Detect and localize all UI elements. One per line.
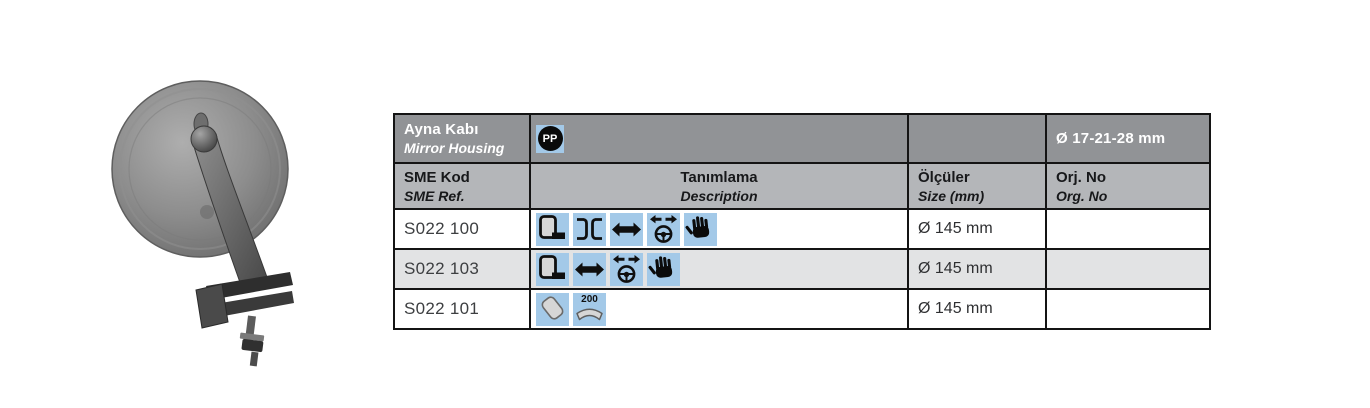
col-size-tr: Ölçüler <box>918 168 970 186</box>
material-cell: PP <box>529 115 907 162</box>
feature-icons <box>529 250 907 288</box>
clamp-diameter-range: Ø 17-21-28 mm <box>1045 115 1209 162</box>
left-right-arrows-icon <box>573 252 606 286</box>
r200-label: 200 <box>581 293 598 305</box>
product-code: S022 101 <box>404 299 480 318</box>
feature-icons <box>529 210 907 248</box>
mirror-photo-illustration <box>111 80 294 367</box>
col-header-org-no: Orj. No Org. No <box>1045 164 1209 208</box>
size-value: Ø 145 mm <box>907 210 1045 248</box>
col-code-en: SME Ref. <box>404 187 465 204</box>
pp-badge: PP <box>537 126 563 151</box>
col-header-size: Ölçüler Size (mm) <box>907 164 1045 208</box>
diameter-range-value: Ø 17-21-28 mm <box>1056 130 1166 147</box>
col-header-code: SME Kod SME Ref. <box>395 164 529 208</box>
pp-material-icon: PP <box>536 124 564 153</box>
mirror-housing-icon <box>536 252 569 286</box>
title-row-spacer <box>907 115 1045 162</box>
org-no-value <box>1045 290 1209 328</box>
mirror-housing-icon <box>536 212 569 246</box>
table-body: S022 100 Ø 145 mm S022 103 Ø 145 mm S022… <box>395 208 1209 328</box>
hand-icon <box>684 212 717 246</box>
org-no-value <box>1045 250 1209 288</box>
steering-adjust-icon <box>610 252 643 286</box>
col-desc-en: Description <box>680 187 758 204</box>
product-table: Ayna Kabı Mirror Housing PP Ø 17-21-28 m… <box>393 113 1211 330</box>
col-org-tr: Orj. No <box>1056 168 1107 186</box>
left-right-arrows-icon <box>610 212 643 246</box>
hand-icon <box>647 252 680 286</box>
column-header-row: SME Kod SME Ref. Tanımlama Description Ö… <box>395 162 1209 208</box>
feature-icons: 200 <box>529 290 907 328</box>
product-photo <box>100 72 330 367</box>
product-code: S022 103 <box>404 259 480 278</box>
size-value: Ø 145 mm <box>907 250 1045 288</box>
product-title-en: Mirror Housing <box>404 140 505 156</box>
col-org-en: Org. No <box>1056 187 1108 204</box>
product-title: Ayna Kabı Mirror Housing <box>395 115 529 162</box>
clamp-brackets-icon <box>573 212 606 246</box>
size-value: Ø 145 mm <box>907 290 1045 328</box>
convex-r200-icon: 200 <box>573 292 606 326</box>
org-no-value <box>1045 210 1209 248</box>
table-row: S022 100 Ø 145 mm <box>395 208 1209 248</box>
table-row: S022 101 200 Ø 145 mm <box>395 288 1209 328</box>
product-title-tr: Ayna Kabı <box>404 121 479 138</box>
steering-adjust-icon <box>647 212 680 246</box>
table-row: S022 103 Ø 145 mm <box>395 248 1209 288</box>
table-title-row: Ayna Kabı Mirror Housing PP Ø 17-21-28 m… <box>395 115 1209 162</box>
product-code: S022 100 <box>404 219 480 238</box>
flat-glass-icon <box>536 292 569 326</box>
col-code-tr: SME Kod <box>404 168 470 186</box>
col-header-description: Tanımlama Description <box>529 164 907 208</box>
col-desc-tr: Tanımlama <box>680 168 758 186</box>
col-size-en: Size (mm) <box>918 187 985 204</box>
